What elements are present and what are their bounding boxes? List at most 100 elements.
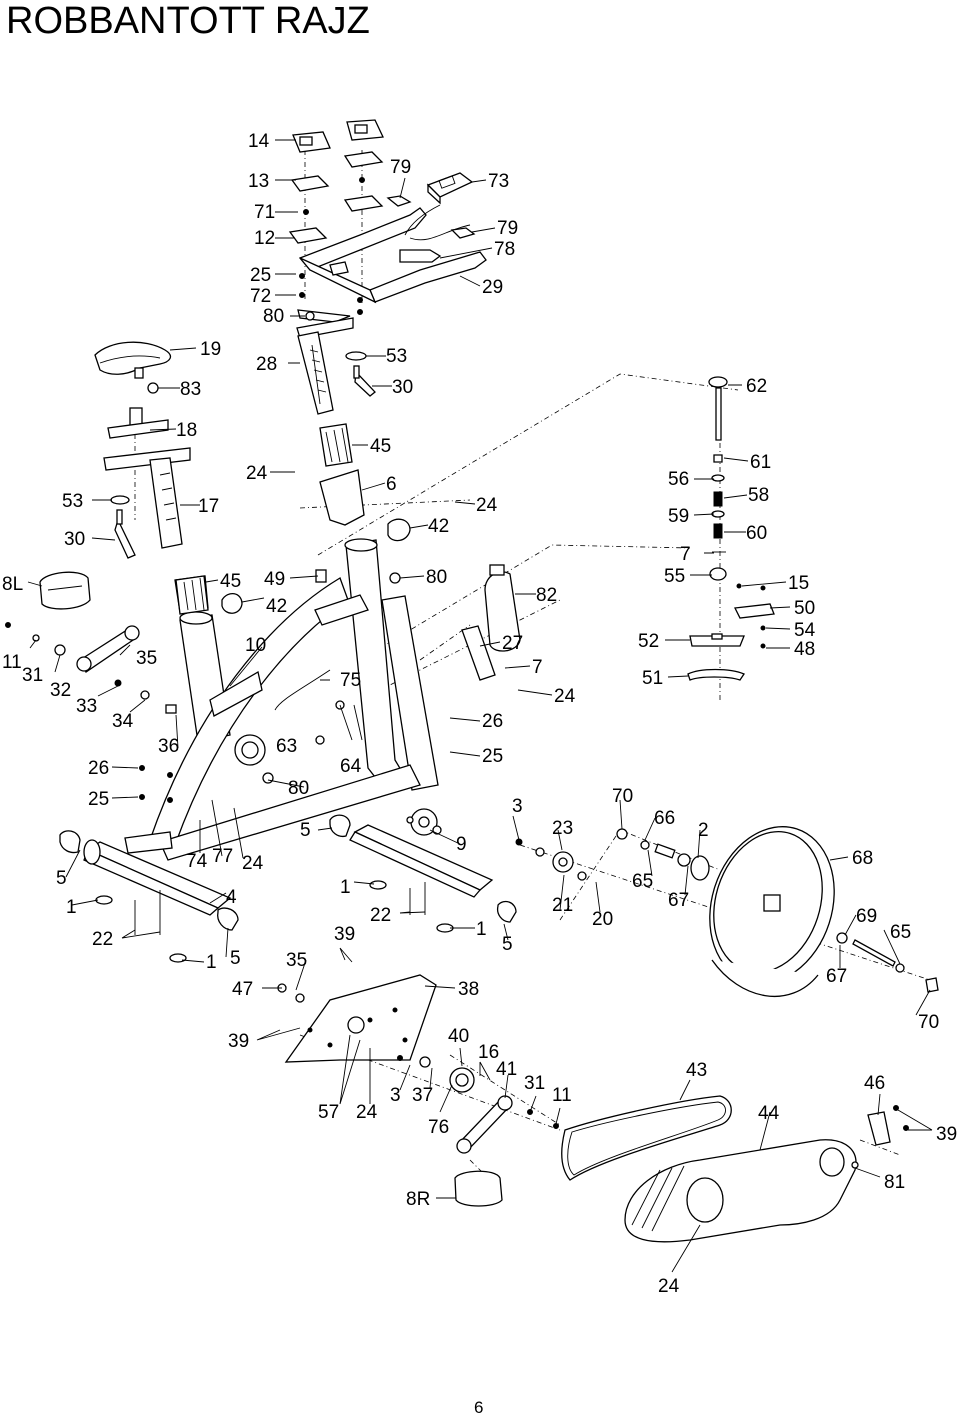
callout-9: 9 (456, 834, 467, 855)
main-frame (124, 423, 521, 861)
callout-81: 81 (884, 1172, 905, 1193)
callout-18: 18 (176, 420, 197, 441)
callout-25: 25 (88, 789, 109, 810)
callout-25: 25 (250, 265, 271, 286)
callout-83: 83 (180, 379, 201, 400)
callout-45: 45 (220, 571, 241, 592)
callout-62: 62 (746, 376, 767, 397)
right-crank-pulley (397, 1055, 559, 1207)
callout-32: 32 (50, 680, 71, 701)
callout-10: 10 (245, 635, 266, 656)
callout-26: 26 (88, 758, 109, 779)
callout-78: 78 (494, 239, 515, 260)
callout-31: 31 (524, 1073, 545, 1094)
callout-30: 30 (392, 377, 413, 398)
callout-24: 24 (356, 1102, 378, 1123)
callout-1: 1 (206, 952, 217, 973)
callout-49: 49 (264, 569, 285, 590)
callout-56: 56 (668, 469, 689, 490)
callout-22: 22 (370, 905, 391, 926)
crank-area (406, 808, 710, 881)
callout-42: 42 (266, 596, 287, 617)
callout-11: 11 (552, 1085, 572, 1106)
callout-35: 35 (136, 648, 157, 669)
callout-51: 51 (642, 668, 663, 689)
callout-37: 37 (412, 1085, 433, 1106)
page-title: ROBBANTOTT RAJZ (6, 0, 370, 42)
callout-79: 79 (390, 157, 411, 178)
callout-53: 53 (386, 346, 407, 367)
callout-34: 34 (112, 711, 134, 732)
callout-8R: 8R (406, 1189, 430, 1210)
callout-64: 64 (340, 756, 362, 777)
callout-20: 20 (592, 909, 613, 930)
callout-labels: 14 13 71 12 25 72 80 79 73 79 78 29 19 8… (2, 131, 957, 1297)
callout-65: 65 (632, 871, 653, 892)
callout-44: 44 (758, 1103, 780, 1124)
callout-59: 59 (668, 506, 689, 527)
callout-21: 21 (552, 895, 573, 916)
callout-52: 52 (638, 631, 659, 652)
callout-27: 27 (502, 633, 523, 654)
callout-73: 73 (488, 171, 509, 192)
page-number: 6 (474, 1398, 484, 1417)
callout-55: 55 (664, 566, 685, 587)
callout-75: 75 (340, 670, 361, 691)
callout-24: 24 (476, 495, 498, 516)
callout-50: 50 (794, 598, 815, 619)
stabilizers (59, 814, 517, 963)
callout-3: 3 (512, 796, 523, 817)
callout-80: 80 (426, 567, 447, 588)
callout-82: 82 (536, 585, 557, 606)
callout-1: 1 (476, 919, 487, 940)
callout-1: 1 (340, 877, 351, 898)
seat-assembly (94, 341, 191, 559)
callout-30: 30 (64, 529, 85, 550)
callout-39: 39 (334, 924, 355, 945)
callout-4: 4 (226, 887, 237, 908)
callout-19: 19 (200, 339, 221, 360)
callout-35: 35 (286, 950, 307, 971)
leader-lines (27, 139, 933, 1273)
callout-40: 40 (448, 1026, 469, 1047)
callout-39: 39 (936, 1124, 957, 1145)
callout-80: 80 (263, 306, 284, 327)
outer-chain-guard (624, 1105, 909, 1243)
callout-24: 24 (554, 686, 576, 707)
callout-39: 39 (228, 1031, 249, 1052)
callout-38: 38 (458, 979, 479, 1000)
left-crank-pedal (5, 571, 177, 803)
callout-72: 72 (250, 286, 271, 307)
callout-5: 5 (502, 934, 513, 955)
tension-stick (687, 376, 775, 681)
callout-24: 24 (246, 463, 268, 484)
callout-29: 29 (482, 277, 503, 298)
callout-17: 17 (198, 496, 219, 517)
callout-63: 63 (276, 736, 297, 757)
callout-15: 15 (788, 573, 809, 594)
callout-7: 7 (680, 544, 691, 565)
callout-36: 36 (158, 736, 179, 757)
callout-65: 65 (890, 922, 911, 943)
callout-60: 60 (746, 523, 767, 544)
callout-7: 7 (532, 657, 543, 678)
callout-5: 5 (230, 948, 241, 969)
callout-6: 6 (386, 474, 397, 495)
callout-71: 71 (254, 202, 275, 223)
callout-74: 74 (186, 851, 208, 872)
callout-11: 11 (2, 652, 22, 673)
callout-42: 42 (428, 516, 449, 537)
callout-25: 25 (482, 746, 503, 767)
callout-1: 1 (66, 897, 77, 918)
callout-77: 77 (212, 846, 233, 867)
callout-58: 58 (748, 485, 769, 506)
callout-16: 16 (478, 1042, 499, 1063)
callout-66: 66 (654, 808, 675, 829)
callout-53: 53 (62, 491, 83, 512)
callout-33: 33 (76, 696, 97, 717)
callout-68: 68 (852, 848, 873, 869)
callout-45: 45 (370, 436, 391, 457)
callout-76: 76 (428, 1117, 449, 1138)
callout-54: 54 (794, 620, 816, 641)
callout-43: 43 (686, 1060, 707, 1081)
